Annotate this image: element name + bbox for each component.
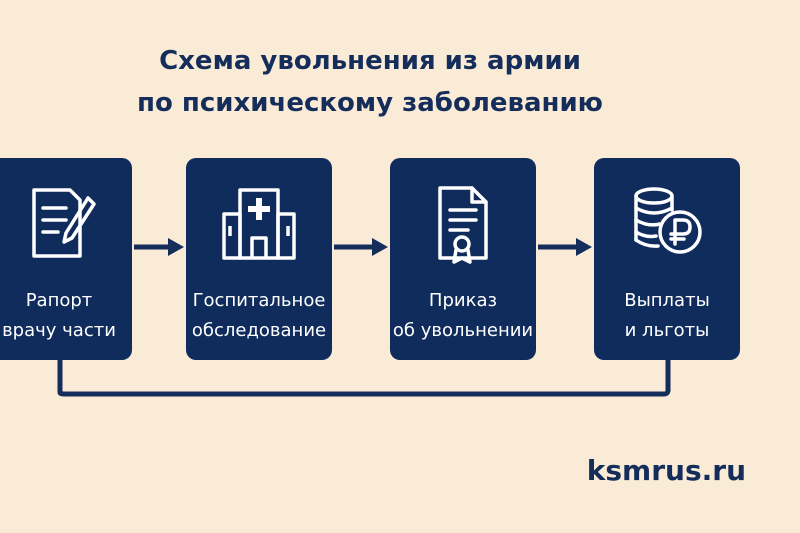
- step-report-label: Рапорт врачу части: [2, 290, 116, 341]
- step-report: Рапорт врачу части: [0, 158, 132, 360]
- site-url: ksmrus.ru: [586, 454, 746, 487]
- step-hospital: Госпитальное обследование: [186, 158, 332, 360]
- step-payments: Выплаты и льготы: [594, 158, 740, 360]
- arrowhead-2: [372, 238, 388, 256]
- coins-ruble-icon: [634, 187, 702, 254]
- step-hospital-label: Госпитальное обследование: [191, 290, 327, 341]
- report-pen-icon: [32, 188, 96, 258]
- title-line-1: Схема увольнения из армии: [159, 46, 581, 76]
- title-line-2: по психическому заболеванию: [137, 88, 603, 118]
- diagram-title: Схема увольнения из армии по психическом…: [0, 40, 740, 124]
- certificate-document-icon: [438, 186, 488, 264]
- return-loop-line: [57, 360, 671, 397]
- arrowhead-3: [576, 238, 592, 256]
- hospital-icon: [222, 188, 296, 260]
- step-order-label: Приказ об увольнении: [392, 290, 534, 341]
- arrowhead-1: [168, 238, 184, 256]
- step-order: Приказ об увольнении: [390, 158, 536, 360]
- step-payments-label: Выплаты и льготы: [624, 290, 710, 341]
